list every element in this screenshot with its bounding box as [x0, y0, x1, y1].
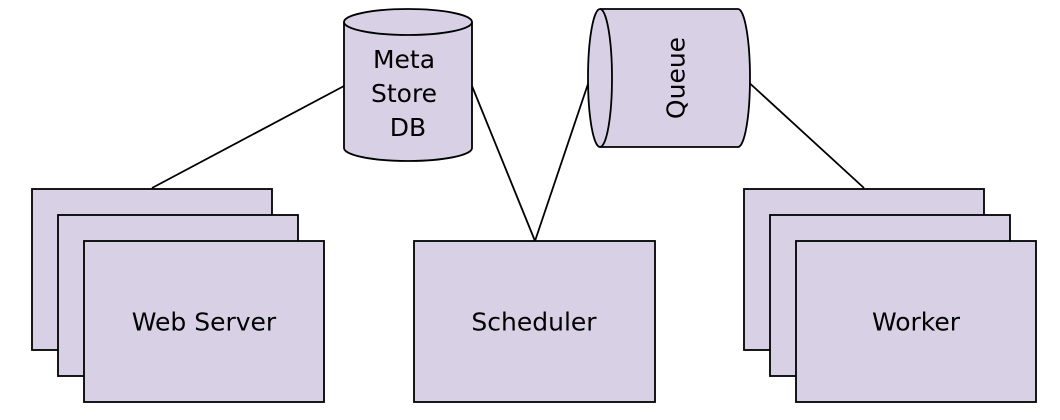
queue-label: Queue: [662, 37, 691, 119]
link-web-server-meta-store: [151, 85, 345, 189]
worker-node: Worker: [743, 188, 1037, 403]
web-server-box-front: [83, 240, 325, 403]
meta-store-db-line-1: Meta: [373, 45, 435, 74]
web-server-label: Web Server: [132, 308, 277, 337]
link-scheduler-queue: [534, 77, 591, 242]
meta-store-db-line-3: DB: [390, 113, 426, 142]
scheduler-label: Scheduler: [471, 308, 597, 337]
scheduler-node: Scheduler: [413, 240, 656, 403]
web-server-node: Web Server: [31, 188, 325, 403]
scheduler-box: [413, 240, 656, 403]
link-queue-worker: [743, 77, 865, 189]
link-meta-store-scheduler: [471, 85, 536, 242]
queue-node: Queue: [587, 8, 751, 148]
database-cylinder-top: [343, 8, 473, 36]
meta-store-db-node: Meta Store DB: [343, 8, 473, 162]
meta-store-db-label: Meta Store DB: [371, 45, 445, 142]
queue-cylinder-icon: [600, 8, 751, 148]
worker-box-front: [795, 240, 1037, 403]
worker-label: Worker: [872, 308, 961, 337]
queue-cylinder-end: [587, 8, 613, 148]
meta-store-db-line-2: Store: [371, 79, 437, 108]
database-cylinder-icon: [343, 22, 473, 162]
